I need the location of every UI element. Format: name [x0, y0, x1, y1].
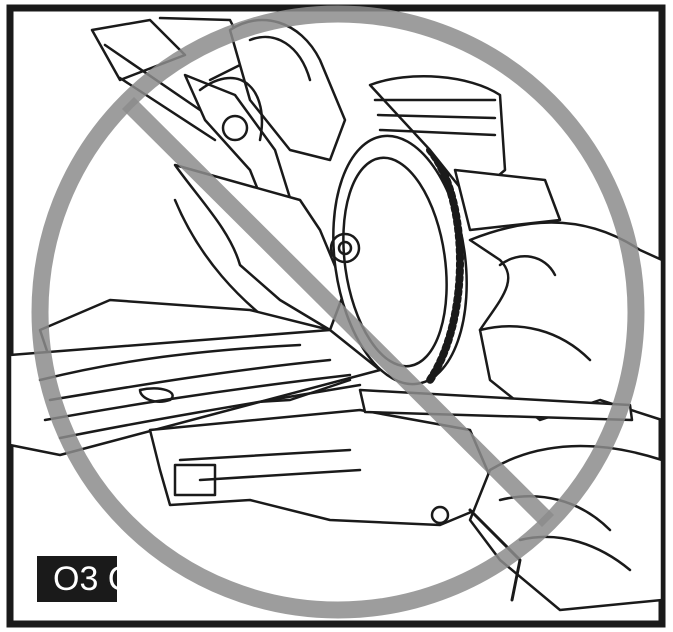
- prohibition-ring: [31, 5, 645, 619]
- prohibition-slash: [122, 96, 554, 528]
- prohibition-symbol-icon: [31, 5, 645, 619]
- figure-label: O3 C: [37, 556, 117, 602]
- saw-drawing: [8, 16, 664, 612]
